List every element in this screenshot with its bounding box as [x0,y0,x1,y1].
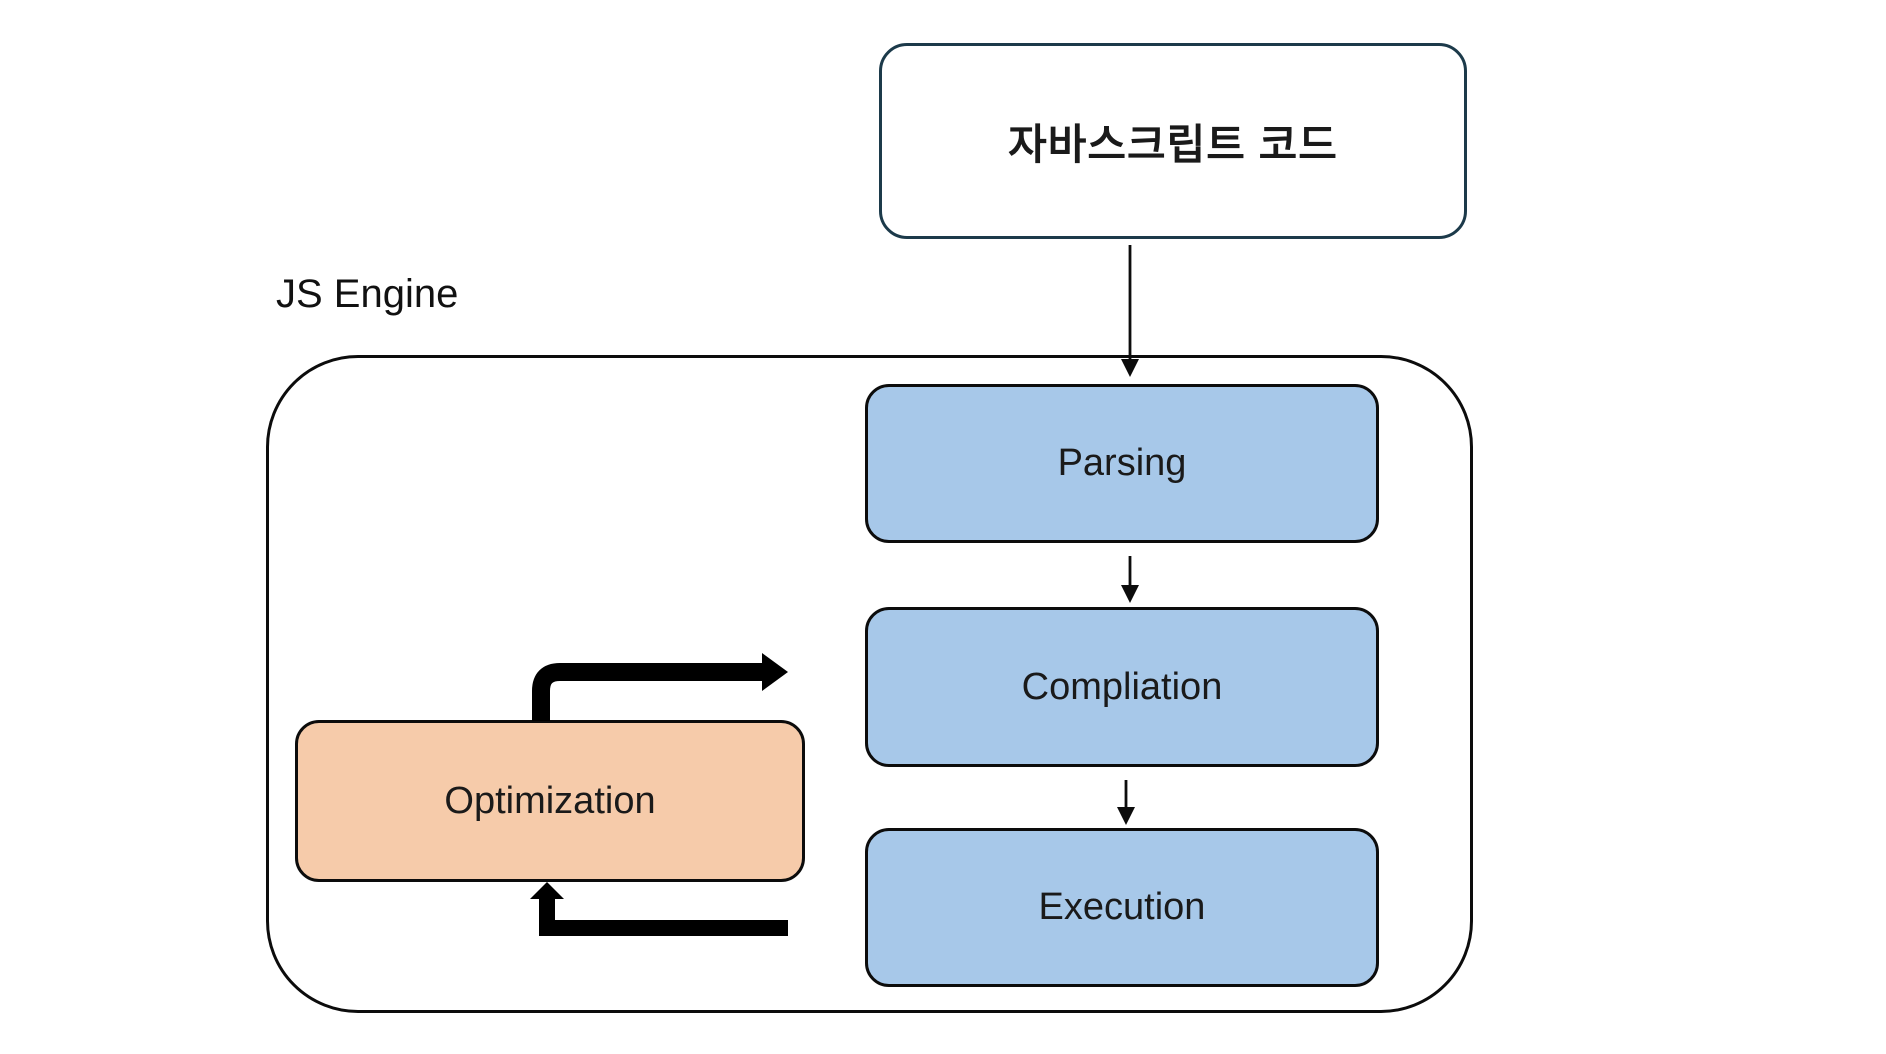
source-code-label: 자바스크립트 코드 [1008,120,1338,168]
source-code-box: 자바스크립트 코드 [879,43,1467,239]
stage-execution: Execution [865,828,1379,987]
stage-execution-label: Execution [1038,886,1206,928]
optimization-label: Optimization [444,779,656,822]
stage-compliation-label: Compliation [1021,665,1223,708]
optimization-box: Optimization [295,720,805,882]
stage-compliation: Compliation [865,607,1379,767]
stage-parsing-label: Parsing [1057,442,1187,484]
stage-parsing: Parsing [865,384,1379,543]
engine-label: JS Engine [276,272,459,316]
